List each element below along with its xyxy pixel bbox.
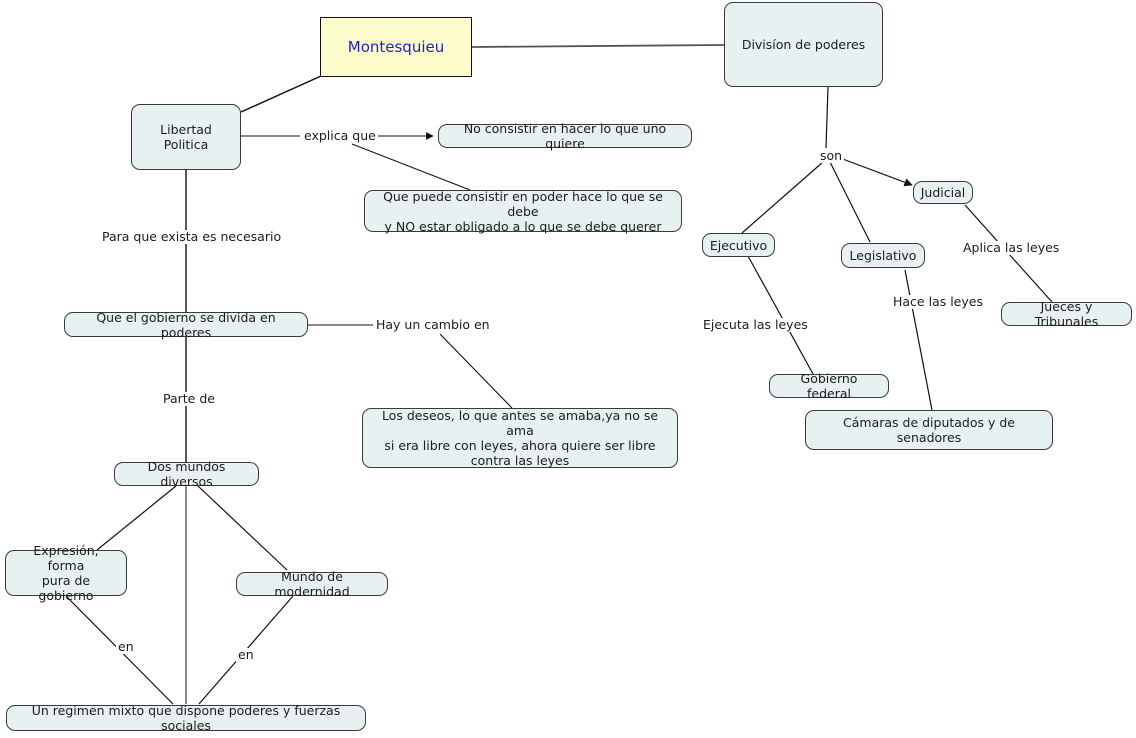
- node-regimen-mixto[interactable]: Un regimen mixto que dispone poderes y f…: [6, 703, 366, 733]
- node-jueces-y-tribunales-label: Jueces y Tribunales: [1034, 299, 1099, 329]
- node-camaras-diputados-senadores-label: Cámaras de diputados y de senadores: [843, 415, 1015, 445]
- node-expresion-forma-pura-label: Expresión, forma pura de gobierno: [33, 543, 99, 603]
- node-que-puede-consistir[interactable]: Que puede consistir en poder hace lo que…: [364, 188, 682, 234]
- node-libertad-politica-label: Libertad Politica: [160, 122, 212, 152]
- node-los-deseos[interactable]: Los deseos, lo que antes se amaba,ya no …: [362, 408, 678, 468]
- edge-dos-mundos-modernidad: [197, 485, 288, 571]
- node-los-deseos-label: Los deseos, lo que antes se amaba,ya no …: [381, 408, 659, 468]
- node-gobierno-federal-label: Gobierno federal: [800, 371, 858, 401]
- edge-son-legislativo: [829, 161, 871, 243]
- node-mundo-de-modernidad[interactable]: Mundo de modernidad: [236, 569, 388, 599]
- edge-dos-mundos-expresion: [96, 485, 177, 551]
- node-judicial-label: Judicial: [920, 185, 966, 200]
- edge-legislativo-camaras: [904, 269, 933, 411]
- edge-label-en-left: en: [116, 639, 136, 654]
- node-ejecutivo[interactable]: Ejecutivo: [702, 233, 775, 257]
- edge-label-hay-un-cambio-en: Hay un cambio en: [374, 317, 492, 332]
- node-dos-mundos-diversos[interactable]: Dos mundos diversos: [114, 459, 259, 489]
- node-libertad-politica[interactable]: Libertad Politica: [131, 104, 241, 170]
- edge-son-ejecutivo: [741, 161, 824, 234]
- node-montesquieu[interactable]: Montesquieu: [320, 17, 472, 77]
- node-mundo-de-modernidad-label: Mundo de modernidad: [274, 569, 350, 599]
- node-judicial[interactable]: Judicial: [913, 181, 973, 204]
- edge-montesquieu-division: [471, 44, 725, 48]
- node-expresion-forma-pura[interactable]: Expresión, forma pura de gobierno: [5, 543, 127, 603]
- edge-label-son: son: [818, 148, 845, 163]
- edge-son-judicial: [839, 157, 913, 187]
- edge-montesquieu-libertad: [240, 75, 322, 113]
- edge-label-aplica-las-leyes: Aplica las leyes: [961, 240, 1062, 255]
- edge-label-para-que-exista: Para que exista es necesario: [100, 229, 284, 244]
- node-legislativo[interactable]: Legislativo: [841, 243, 925, 268]
- edge-label-parte-de: Parte de: [161, 391, 217, 406]
- node-regimen-mixto-label: Un regimen mixto que dispone poderes y f…: [31, 703, 341, 733]
- node-que-el-gobierno-se-divida-label: Que el gobierno se divida en poderes: [96, 309, 276, 340]
- edge-label-explica-que: explica que: [302, 128, 378, 143]
- node-jueces-y-tribunales[interactable]: Jueces y Tribunales: [1001, 299, 1132, 329]
- node-division-de-poderes[interactable]: Divisíon de poderes: [724, 2, 883, 87]
- edge-label-en-right: en: [236, 647, 256, 662]
- node-no-consistir[interactable]: No consistir en hacer lo que uno quiere: [438, 121, 692, 151]
- node-que-el-gobierno-se-divida[interactable]: Que el gobierno se divida en poderes: [64, 309, 308, 340]
- node-ejecutivo-label: Ejecutivo: [709, 237, 768, 253]
- node-gobierno-federal[interactable]: Gobierno federal: [769, 371, 889, 401]
- edge-hay-cambio-los-deseos: [439, 333, 513, 409]
- node-camaras-diputados-senadores[interactable]: Cámaras de diputados y de senadores: [805, 410, 1053, 450]
- node-que-puede-consistir-label: Que puede consistir en poder hace lo que…: [383, 188, 663, 234]
- edge-label-hace-las-leyes: Hace las leyes: [891, 294, 985, 309]
- edge-division-son: [825, 86, 829, 149]
- edge-label-ejecuta-las-leyes: Ejecuta las leyes: [701, 317, 810, 332]
- node-division-de-poderes-label: Divisíon de poderes: [741, 37, 866, 52]
- node-montesquieu-label: Montesquieu: [347, 37, 445, 56]
- edge-ejecutivo-gobierno-federal: [747, 255, 814, 375]
- node-dos-mundos-diversos-label: Dos mundos diversos: [147, 459, 226, 489]
- node-no-consistir-label: No consistir en hacer lo que uno quiere: [463, 121, 667, 151]
- node-legislativo-label: Legislativo: [849, 248, 917, 263]
